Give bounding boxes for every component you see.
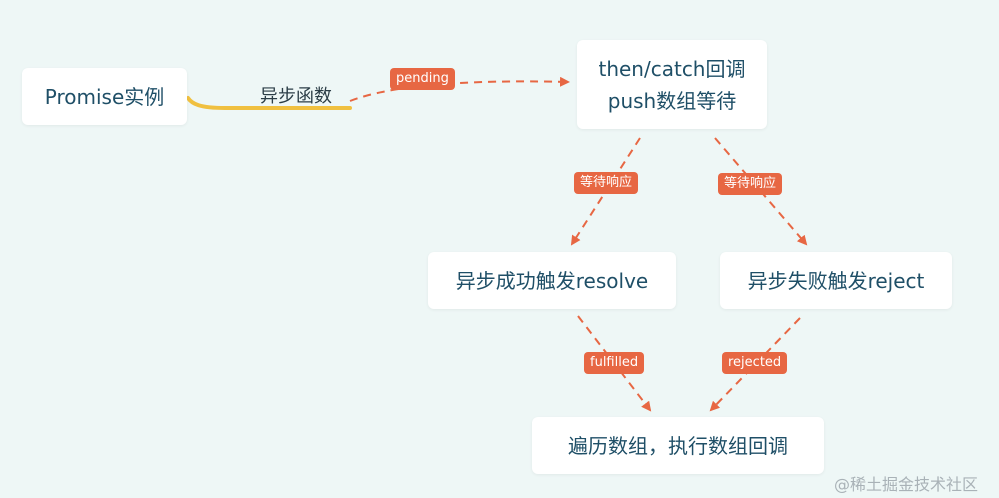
reject-label: 异步失败触发reject <box>747 268 925 293</box>
reject-node: 异步失败触发reject <box>720 252 952 309</box>
wait-left-tag: 等待响应 <box>574 172 639 194</box>
watermark: @稀土掘金技术社区 <box>834 475 979 494</box>
pending-tag: pending <box>390 68 455 90</box>
then-catch-label-line1: then/catch回调 <box>598 56 746 81</box>
execute-callbacks-node: 遍历数组，执行数组回调 <box>532 417 824 474</box>
then-catch-node: then/catch回调 push数组等待 <box>577 40 767 129</box>
resolve-node: 异步成功触发resolve <box>428 252 676 309</box>
wait-right-arrow <box>714 137 808 246</box>
promise-instance-node: Promise实例 <box>22 68 187 125</box>
pending-arrow <box>349 76 570 102</box>
async-connector-line <box>186 96 352 110</box>
rejected-arrow <box>709 317 801 412</box>
rejected-tag: rejected <box>722 352 788 374</box>
fulfilled-tag: fulfilled <box>584 352 645 374</box>
execute-callbacks-label: 遍历数组，执行数组回调 <box>568 433 788 458</box>
wait-right-tag: 等待响应 <box>718 173 783 195</box>
promise-instance-label: Promise实例 <box>44 84 165 109</box>
resolve-label: 异步成功触发resolve <box>455 268 649 293</box>
then-catch-label-line2: push数组等待 <box>607 88 737 113</box>
async-function-label: 异步函数 <box>260 86 332 107</box>
